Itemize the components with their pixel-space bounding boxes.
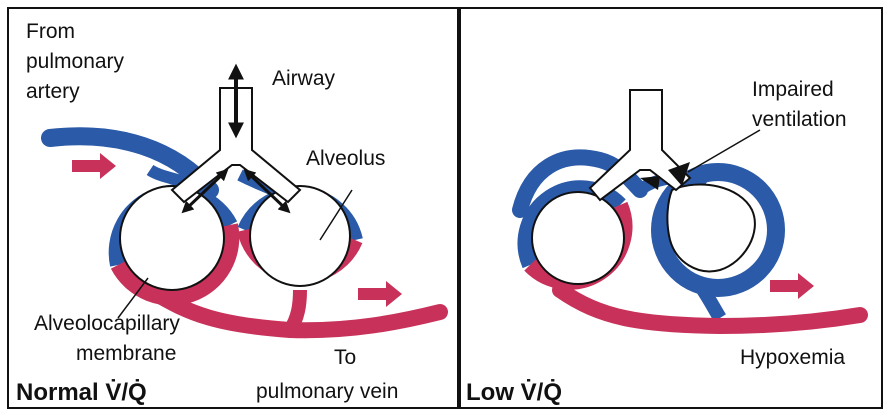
low-caption-prefix: Low (466, 379, 521, 406)
airway-label: Airway (272, 67, 336, 90)
normal-vq-caption: Normal V̇/Q̇ (16, 379, 147, 406)
normal-vq-panel: From pulmonary artery Airway Alveolus Al… (16, 20, 440, 406)
alveolus-left (120, 186, 224, 290)
normal-caption-ratio: V̇/Q̇ (105, 379, 146, 406)
low-outflow-blood-arrow (770, 273, 814, 299)
vein-branch (290, 290, 300, 330)
hypoxemia-label: Hypoxemia (740, 346, 845, 369)
low-caption-ratio: V̇/Q̇ (521, 379, 562, 406)
from-label-line3: artery (26, 80, 80, 103)
alveolus-label: Alveolus (306, 147, 385, 170)
impaired-label-line2: ventilation (752, 108, 847, 131)
outflow-blood-arrow (358, 281, 402, 307)
to-label-line2: pulmonary vein (256, 380, 398, 403)
normal-caption-prefix: Normal (16, 379, 105, 406)
low-alveolus-left (532, 192, 624, 284)
membrane-label-line1: Alveolocapillary (34, 312, 180, 335)
impaired-label-line1: Impaired (752, 78, 834, 101)
membrane-label-line2: membrane (76, 342, 176, 365)
low-vq-caption: Low V̇/Q̇ (466, 379, 562, 406)
low-vq-panel: Impaired ventilation Hypoxemia Low V̇/Q̇ (466, 78, 860, 406)
from-label-line2: pulmonary (26, 50, 125, 73)
inflow-blood-arrow (72, 153, 116, 179)
from-label-line1: From (26, 20, 75, 43)
low-alveolus-right-collapsed (667, 184, 755, 271)
alveolus-right (250, 186, 350, 286)
to-label-line1: To (334, 346, 356, 369)
